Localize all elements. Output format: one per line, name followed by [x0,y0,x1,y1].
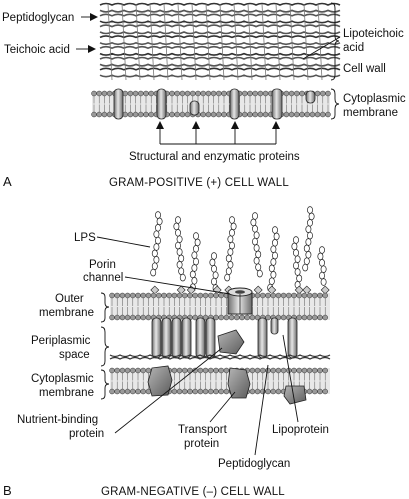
label-cyto-membrane-b-2: membrane [39,387,94,399]
label-lps: LPS [74,232,96,244]
brace-cyto-membrane-b [100,369,110,400]
label-cell-wall: Cell wall [343,63,386,75]
label-teichoic-acid: Teichoic acid [4,44,70,56]
panel-letter-a: A [3,174,12,189]
periplasmic-proteins [151,317,298,359]
gram-negative-wall: LPS Porin channel Outer membrane Peripla… [3,206,331,498]
pointer-lps [96,236,151,248]
panel-letter-b: B [3,483,12,498]
label-structural-proteins: Structural and enzymatic proteins [129,151,300,163]
brace-cell-wall [330,2,340,81]
label-lipoteichoic-2: acid [343,42,364,54]
protein-arrows [156,121,280,145]
label-periplasmic-2: space [59,349,90,361]
label-outer-membrane-1: Outer [55,293,84,305]
label-peptidoglycan-a: Peptidoglycan [2,12,74,24]
cyto-proteins-b [147,317,307,405]
peptidoglycan-layer-b [109,354,331,360]
pointer-porin [124,276,231,295]
caption-gram-positive: GRAM-POSITIVE (+) CELL WALL [109,177,289,189]
pointer-lipoprotein [282,334,299,423]
brace-periplasmic-space [100,326,110,367]
caption-gram-negative: GRAM-NEGATIVE (–) CELL WALL [101,486,285,498]
brace-cyto-membrane-a [330,88,340,120]
label-porin-2: channel [83,272,123,284]
label-lipoteichoic-1: Lipoteichoic [343,28,404,40]
pointer-transport-protein [209,391,236,423]
label-transport-2: protein [184,438,219,450]
label-lipoprotein: Lipoprotein [272,424,329,436]
gram-positive-wall: Peptidoglycan Teichoic acid Lipoteichoic… [2,2,406,189]
lps-chains [150,206,330,295]
label-transport-1: Transport [178,424,228,436]
brace-outer-membrane [100,292,110,323]
label-cyto-membrane-a-2: membrane [343,107,398,119]
cytoplasmic-membrane-a [91,90,331,118]
pointer-nutrient-protein [114,347,223,434]
pointer-peptidoglycan-b [254,364,269,456]
porin-channel [227,287,253,315]
label-periplasmic-1: Periplasmic [31,335,91,347]
label-cyto-membrane-b-1: Cytoplasmic [31,373,94,385]
peptidoglycan-mesh [99,2,341,81]
label-cyto-membrane-a-1: Cytoplasmic [343,93,406,105]
pointer-lipoteichoic [302,36,341,60]
label-nutrient-1: Nutrient-binding [17,414,98,426]
outer-membrane [109,292,330,321]
membrane-proteins-a [113,88,316,120]
label-porin-1: Porin [89,259,116,271]
label-nutrient-2: protein [69,428,104,440]
label-outer-membrane-2: membrane [39,307,94,319]
label-peptidoglycan-b: Peptidoglycan [218,458,290,470]
